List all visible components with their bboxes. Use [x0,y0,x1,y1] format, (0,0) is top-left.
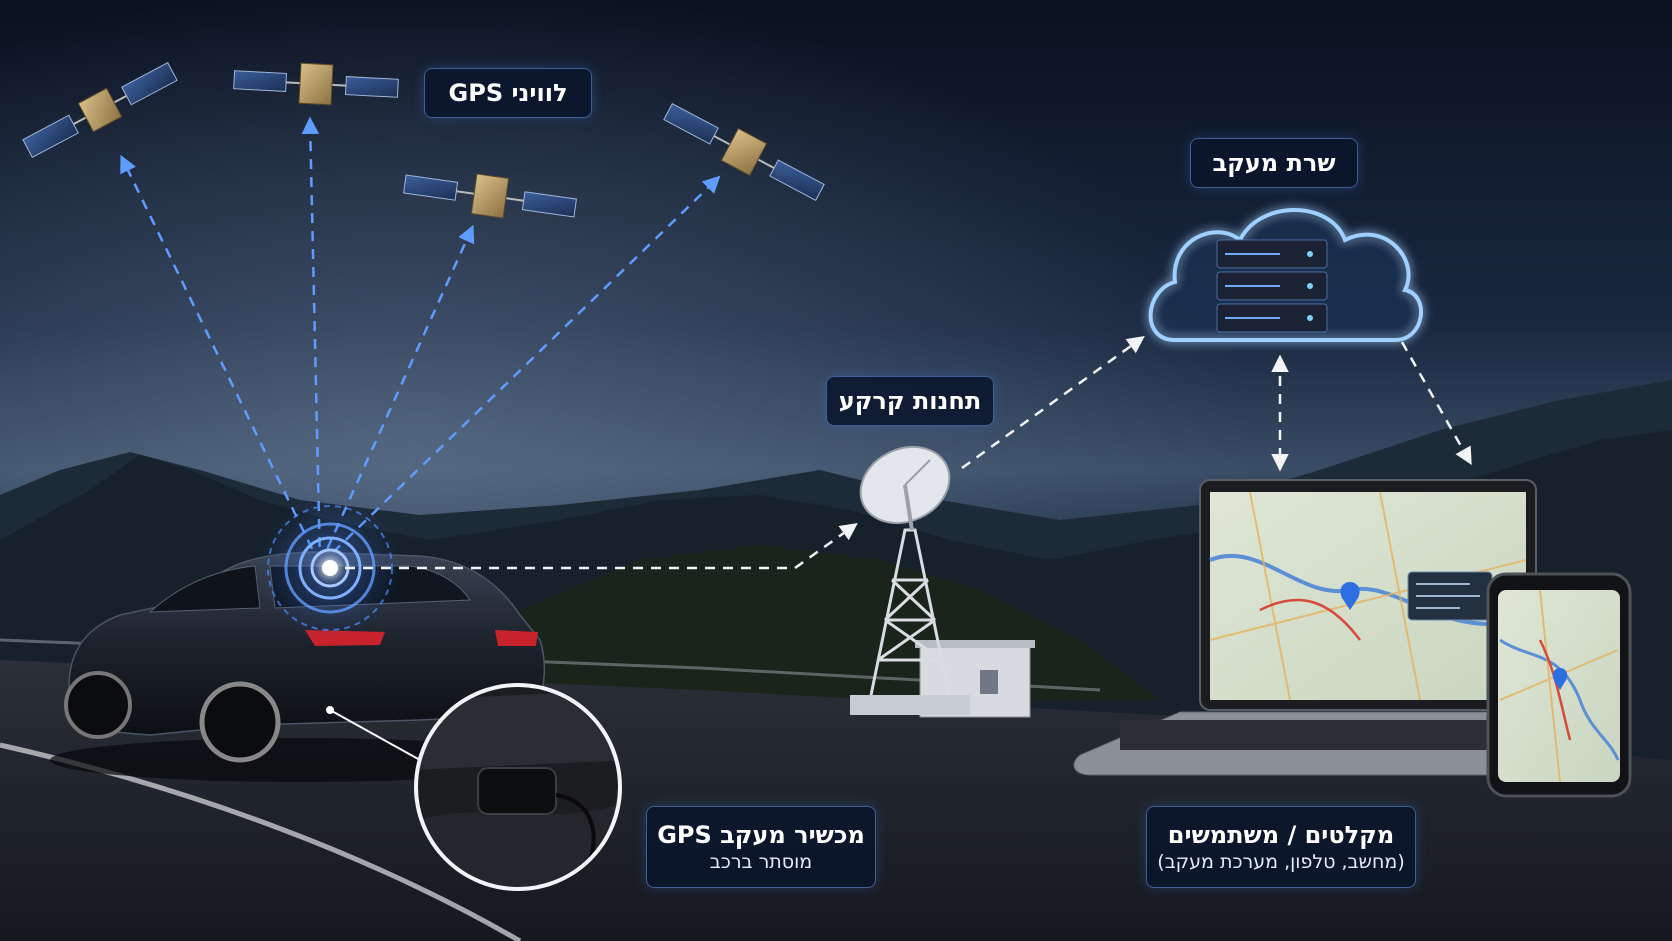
signal-line-2 [301,116,322,566]
signal-line-4 [319,175,721,566]
satellite-icon [22,61,178,159]
clients-title: מקלטים / משתמשים [1167,820,1395,849]
map-pin-icon [1340,582,1360,610]
inset-pointer [329,709,421,761]
laptop-icon [1073,479,1601,776]
tail-light [495,630,538,646]
smartphone-icon [1486,572,1632,798]
link-station-to-cloud [961,335,1145,470]
ground-station-label: תחנות קרקע [826,376,994,426]
signal-line-1 [120,154,322,566]
tracking-server-label: שרת מעקב [1190,138,1358,188]
cloud-server-icon [1148,208,1423,342]
satellites-label-text: לוויני GPS [448,79,568,107]
satellite-dish-icon [850,446,1035,718]
clients-subtitle: (מחשב, טלפון, מערכת מעקב) [1157,850,1405,873]
satellite-icon [663,103,825,201]
satellite-icon [233,62,399,106]
ground-station-label-text: תחנות קרקע [838,387,982,415]
car-wheel [199,681,281,763]
server-rack [1216,239,1328,333]
car-wheel [64,671,132,739]
inset-ring [414,683,622,891]
link-cloud-to-phone [1400,341,1472,466]
tracking-device-subtitle: מוסתר ברכב [709,850,813,873]
tracking-device-label: מכשיר מעקב GPS מוסתר ברכב [646,806,876,888]
car-window [148,565,261,613]
link-car-to-station [345,522,858,570]
clients-label: מקלטים / משתמשים (מחשב, טלפון, מערכת מעק… [1146,806,1416,888]
tracking-server-label-text: שרת מעקב [1212,149,1336,177]
satellites-label: לוויני GPS [424,68,592,118]
satellite-icon [403,173,577,219]
gps-device-icon [477,767,557,815]
tracker-signal-icon [258,496,402,640]
gps-device-inset [416,685,620,889]
map-pin-icon [1552,668,1568,690]
tracking-device-title: מכשיר מעקב GPS [657,820,865,849]
inset-pointer-dot [326,706,334,714]
